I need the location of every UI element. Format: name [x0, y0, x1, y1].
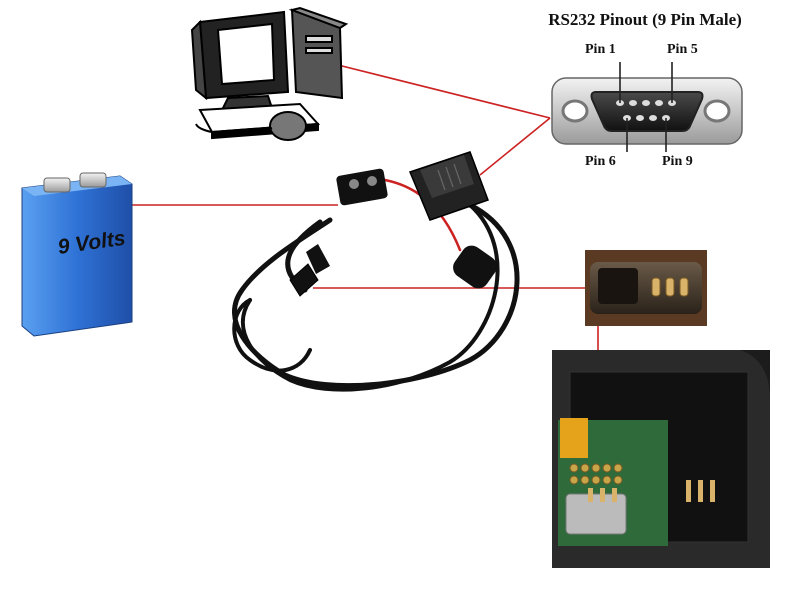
cable-main-loop [232, 202, 520, 389]
phone-pcb-closeup [552, 350, 770, 568]
battery-9v [21, 172, 133, 337]
cable-assembly [232, 178, 520, 392]
battery-snap-clip [336, 168, 388, 206]
cable-phone-plug [289, 244, 330, 297]
monitor-screen [216, 22, 276, 86]
pin-leader-lines [619, 62, 673, 152]
pin5-label: Pin 5 [667, 42, 698, 57]
pcb-pads [569, 463, 623, 485]
d-shell [590, 91, 704, 132]
line-pinout-to-db9 [479, 117, 551, 176]
connector-lines [130, 64, 599, 460]
line-computer-to-pinout [337, 64, 551, 119]
battery-terminal-right [79, 172, 107, 188]
db9-male-connector [551, 62, 743, 152]
pin6-label: Pin 6 [585, 154, 616, 169]
mounting-hole-left [561, 99, 589, 123]
mouse [269, 111, 307, 141]
cable-db9-connector [408, 151, 489, 221]
computer-icon [190, 6, 349, 141]
db9-pins [616, 100, 676, 121]
tower-drive [305, 35, 333, 43]
battery-terminal-left [43, 177, 71, 193]
pinout-title: RS232 Pinout (9 Pin Male) [548, 10, 742, 29]
inline-module [453, 245, 497, 289]
pin1-label: Pin 1 [585, 42, 616, 57]
mounting-hole-right [703, 99, 731, 123]
pin9-label: Pin 9 [662, 154, 693, 169]
phone-connector-closeup [585, 250, 707, 326]
